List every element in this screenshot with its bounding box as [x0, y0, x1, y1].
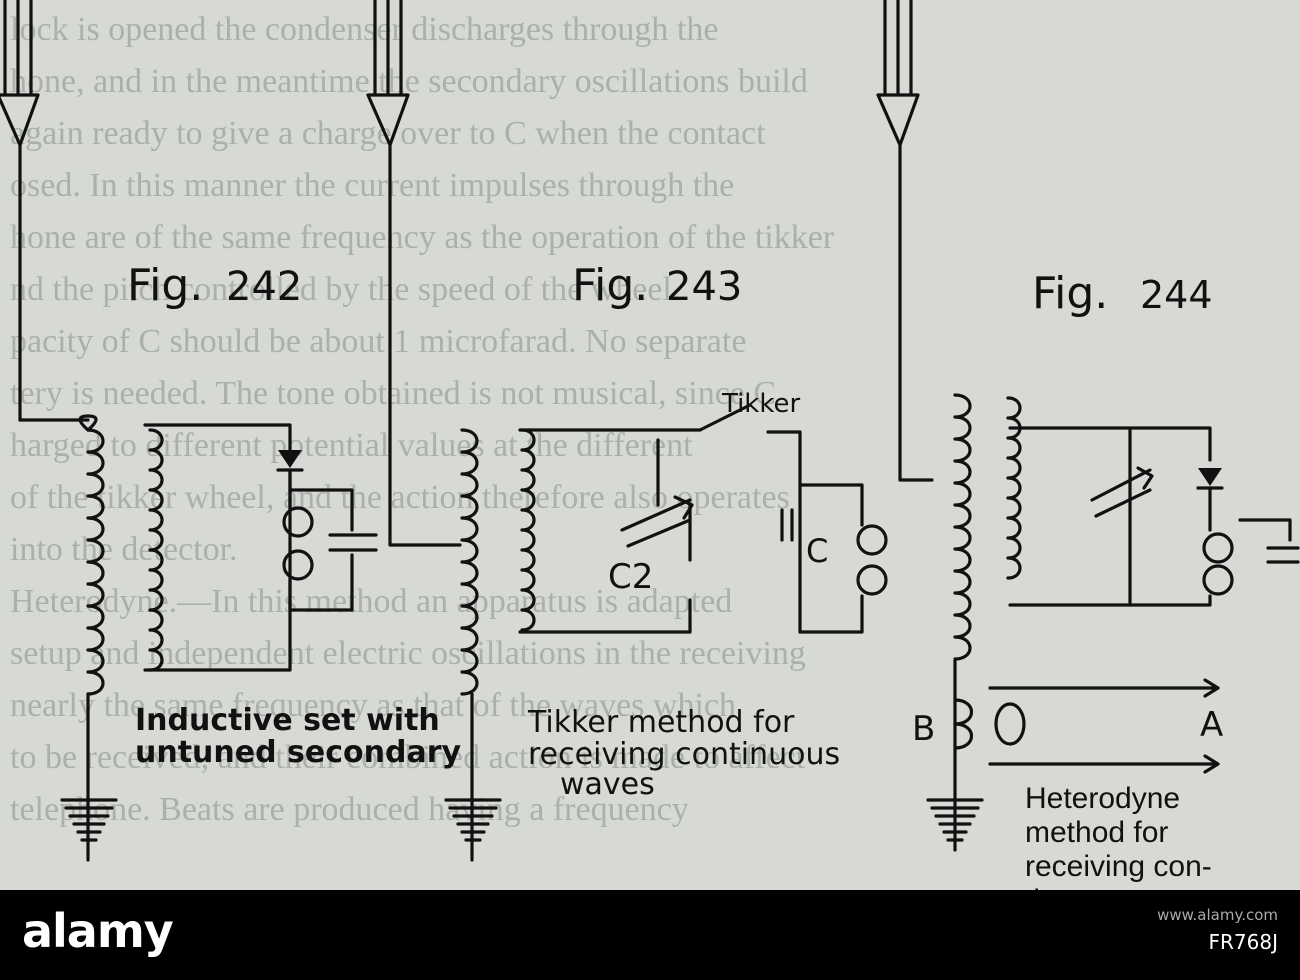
- capacitor-icon: [780, 483, 864, 542]
- antenna-icon: [876, 0, 934, 482]
- ground-icon: [444, 798, 502, 842]
- bg-line: hone are of the same frequency as the op…: [10, 219, 835, 256]
- bg-line: telephone. Beats are produced having a f…: [10, 791, 689, 828]
- figure-242: Fig. 242 Inductive set with untuned seco…: [0, 0, 462, 862]
- ground-icon: [60, 798, 118, 842]
- secondary-coil: [148, 428, 164, 672]
- bg-line: nearly the same frequency as that of the…: [10, 687, 736, 724]
- variable-capacitor-icon: [1090, 466, 1154, 518]
- figure-caption: method for: [1025, 816, 1168, 849]
- figure-number: 243: [666, 264, 742, 310]
- coupling-coil-b: [953, 698, 973, 750]
- watermark-image-id: FR768J: [1208, 930, 1278, 954]
- watermark-bar: alamy www.alamy.com FR768J: [0, 890, 1300, 980]
- figure-caption: Inductive set with: [135, 703, 440, 738]
- telephone-icon: [856, 524, 888, 556]
- figure-caption: untuned secondary: [135, 735, 462, 770]
- antenna-icon: [366, 0, 462, 547]
- b-label: B: [912, 709, 935, 749]
- secondary-coil: [520, 428, 536, 632]
- c-label: C: [806, 532, 828, 570]
- bg-line: to be received, and their combined actio…: [10, 739, 806, 776]
- figure-number: 242: [226, 264, 302, 310]
- figure-caption: Tikker method for: [527, 705, 795, 740]
- scanned-page: lock is opened the condenser discharges …: [0, 0, 1300, 890]
- background-text: lock is opened the condenser discharges …: [10, 11, 835, 828]
- c2-label: C2: [608, 557, 653, 597]
- variable-capacitor-icon: [620, 495, 694, 548]
- primary-coil: [78, 414, 105, 696]
- figure-caption: waves: [560, 767, 655, 802]
- figure-number: 244: [1140, 273, 1213, 317]
- figure-caption: receiving continuous: [528, 737, 840, 772]
- bg-line: lock is opened the condenser discharges …: [10, 11, 718, 48]
- primary-coil: [460, 428, 479, 696]
- telephone-icon: [1202, 532, 1234, 564]
- figure-caption: Heterodyne: [1025, 782, 1180, 815]
- bg-line: setup and independent electric oscillati…: [10, 635, 806, 672]
- local-oscillator-coil: [994, 702, 1026, 746]
- tikker-switch: [698, 403, 802, 634]
- figure-caption: tinuous: [1025, 884, 1122, 890]
- figure-label: Fig.: [1032, 268, 1108, 319]
- figure-label: Fig.: [572, 260, 648, 311]
- primary-coil: [953, 393, 972, 661]
- telephone-icon: [282, 506, 314, 538]
- bg-line: osed. In this manner the current impulse…: [10, 167, 734, 204]
- secondary-coil: [1006, 396, 1022, 580]
- bg-line: nd the pitch controlled by the speed of …: [10, 271, 680, 308]
- bg-line: Heterodyne.—In this method an apparatus …: [10, 583, 732, 620]
- antenna-icon: [0, 0, 40, 422]
- detector-icon: [1196, 468, 1224, 490]
- tikker-label: Tikker: [721, 389, 800, 419]
- figure-label: Fig.: [127, 260, 203, 311]
- capacitor-icon: [328, 533, 378, 552]
- figure-244: B A Fig. 244 Heterodyne method for recei…: [876, 0, 1300, 890]
- bg-line: into the detector.: [10, 531, 238, 568]
- bg-line: harged to different potential values at …: [10, 427, 693, 464]
- bg-line: pacity of C should be about 1 microfarad…: [10, 323, 746, 360]
- ground-icon: [926, 798, 984, 842]
- circuit-diagrams: lock is opened the condenser discharges …: [0, 0, 1300, 890]
- watermark-site: www.alamy.com: [1157, 906, 1278, 924]
- a-label: A: [1200, 705, 1223, 745]
- bg-line: of the tikker wheel, and the action ther…: [10, 479, 790, 516]
- figure-243: Tikker C2 C Fig. 243 Tikker method for r…: [366, 0, 888, 862]
- bg-line: again ready to give a charge over to C w…: [10, 115, 766, 152]
- figure-caption: receiving con-: [1025, 850, 1212, 883]
- bg-line: tery is needed. The tone obtained is not…: [10, 375, 776, 412]
- alamy-logo: alamy: [22, 904, 174, 958]
